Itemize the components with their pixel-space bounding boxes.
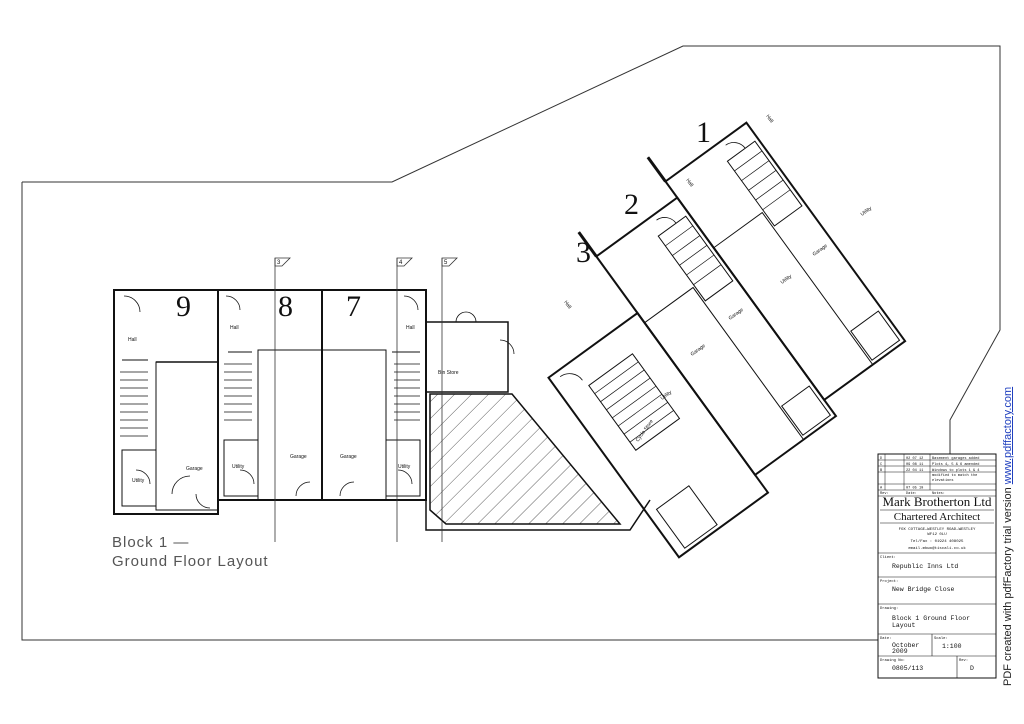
revision-header-date: Date: — [906, 492, 917, 496]
plot-number-9: 9 — [176, 290, 191, 323]
caption-line-2: Ground Floor Layout — [112, 553, 269, 570]
watermark-text: PDF created with pdfFactory trial versio… — [1002, 487, 1014, 686]
plot-1-outline — [664, 121, 907, 402]
room-label-garage: Garage — [728, 307, 745, 322]
section-flag-label: 3 — [277, 260, 281, 266]
room-label-garage: Garage — [290, 454, 307, 460]
room-label-utility: Utility — [780, 273, 794, 285]
drawing-no-label: Drawing No: — [880, 658, 905, 663]
plot-number-1: 1 — [696, 116, 711, 149]
room-label-utility: Utility — [660, 389, 674, 401]
drawing-label: Drawing: — [880, 606, 898, 611]
drawing-value-2: Layout — [892, 622, 916, 629]
revision-date: 02 07 12 — [906, 457, 923, 461]
room-label-hall: Hall — [230, 325, 239, 331]
title-block: D 02 07 12 Basement garages added C 09 0… — [877, 453, 997, 679]
room-label-utility: Utility — [860, 205, 874, 217]
revision-note: Windows to plots 1 & 4 — [932, 468, 979, 473]
room-label-utility: Utility — [398, 464, 411, 470]
room-label-garage: Garage — [340, 454, 357, 460]
room-label-garage: Garage — [186, 466, 203, 472]
firm-title: Chartered Architect — [894, 511, 980, 523]
date-value-1: October — [892, 642, 919, 649]
revision-note: Plots 4, 5 & 6 amended — [932, 462, 979, 467]
watermark-link[interactable]: www.pdffactory.com — [1002, 386, 1014, 485]
room-label-hall: Hall — [128, 337, 137, 343]
revision-header-rev: Rev: — [880, 492, 889, 496]
section-flag-label: 5 — [444, 260, 448, 266]
date-label: Date: — [880, 637, 891, 641]
plot-number-7: 7 — [346, 290, 361, 323]
drawing-caption: Block 1 — Ground Floor Layout — [112, 534, 269, 570]
revision-date: 09 08 11 — [906, 463, 923, 467]
rev-label: Rev: — [959, 659, 968, 663]
room-label-garage: Garage — [812, 243, 829, 258]
room-label-hall: Hall — [406, 325, 415, 331]
section-markers — [274, 257, 458, 542]
drawing-no-value: 0805/113 — [892, 665, 923, 672]
plot-number-2: 2 — [624, 188, 639, 221]
firm-address-2: WF12 0LU — [927, 533, 947, 537]
revision-date: 22 04 11 — [906, 469, 923, 473]
hatched-area — [429, 393, 622, 525]
project-label: Project: — [880, 579, 898, 584]
caption-line-1: Block 1 — — [112, 534, 189, 551]
plot-number-8: 8 — [278, 290, 293, 323]
revision-header-notes: Notes: — [932, 492, 945, 496]
revision-rev: B — [880, 469, 883, 473]
rev-value: D — [970, 665, 974, 672]
revision-note: modified to match the — [932, 473, 977, 478]
room-label-garage: Garage — [690, 343, 707, 358]
revision-date: 07 05 10 — [906, 486, 923, 490]
room-label-hall: Hall — [764, 114, 774, 125]
date-value-2: 2009 — [892, 648, 908, 655]
plot-numbers: 9 8 7 3 2 1 — [176, 116, 711, 323]
terrace-left — [113, 289, 651, 531]
revision-rev: C — [880, 463, 882, 467]
bin-store-outline — [426, 321, 509, 393]
scale-label: Scale: — [934, 636, 948, 641]
plot-9-outline — [113, 289, 219, 515]
client-label: Client: — [880, 555, 896, 560]
revision-rev: A — [880, 486, 883, 490]
section-flag-label: 4 — [399, 260, 403, 266]
revision-note: Basement garages added — [932, 456, 979, 461]
scale-value: 1:100 — [942, 643, 962, 650]
firm-address-1: FOX COTTAGE—WESTLEY ROAD—WESTLEY — [899, 528, 976, 532]
plot-number-3: 3 — [576, 236, 591, 269]
revision-note: elevations — [932, 478, 954, 483]
room-label-utility: Utility — [132, 478, 145, 484]
revision-rev: D — [880, 457, 882, 461]
project-value: New Bridge Close — [892, 586, 955, 593]
room-label-hall: Hall — [684, 178, 694, 189]
room-label-cycle-store: Cycle Store — [635, 419, 655, 444]
plot-2-outline — [594, 196, 838, 477]
pdf-watermark: PDF created with pdfFactory trial versio… — [1002, 366, 1014, 686]
firm-name: Mark Brotherton Ltd — [882, 494, 992, 509]
room-label-bin-store: Bin Store — [438, 370, 459, 376]
site-boundary — [21, 45, 1001, 641]
terrace-right — [547, 121, 907, 559]
drawing-value-1: Block 1 Ground Floor — [892, 615, 970, 622]
client-value: Republic Inns Ltd — [892, 563, 958, 570]
room-label-utility: Utility — [232, 464, 245, 470]
room-labels: Hall Hall Hall Garage Garage Garage Util… — [128, 325, 459, 484]
plot-7-outline — [321, 289, 427, 501]
firm-email: email.mbwo@tiscali.co.uk — [908, 546, 966, 551]
room-label-hall: Hall — [562, 300, 572, 311]
firm-telfax: Tel/Fax : 01924 408025 — [911, 539, 964, 544]
